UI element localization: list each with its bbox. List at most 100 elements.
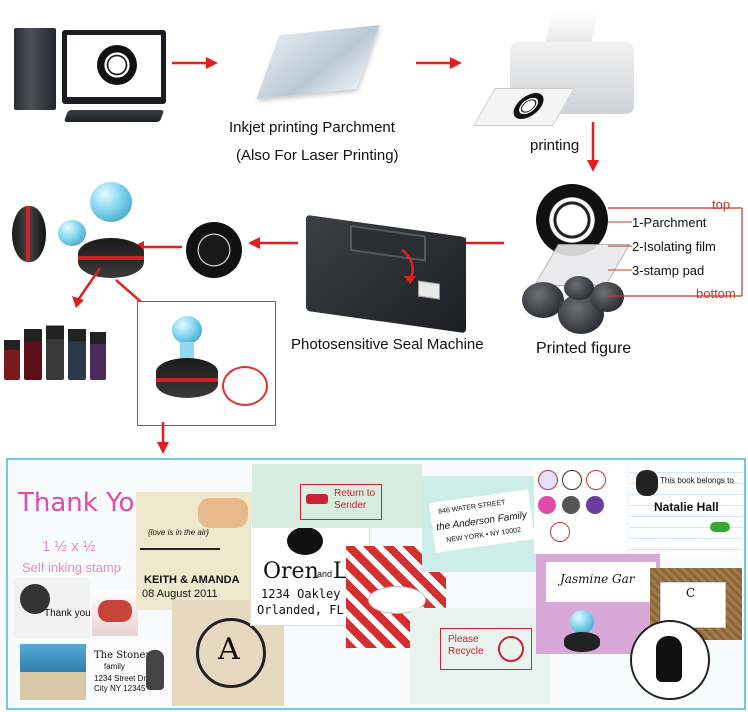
arrow-down-icon xyxy=(157,422,169,454)
silhouette-7 xyxy=(550,522,570,542)
tree-icon xyxy=(287,527,323,555)
layer-bracket xyxy=(608,207,743,297)
bottom-label: bottom xyxy=(696,286,736,301)
finished-stamp-photo xyxy=(137,301,276,426)
sender-text: Sender xyxy=(334,500,367,511)
hand-pointer-icon xyxy=(306,494,328,504)
return-to-text: Return to xyxy=(334,488,376,499)
thank-you-title: Thank You! xyxy=(18,488,138,518)
arrow-right-icon xyxy=(416,57,462,69)
stamp-pad-1 xyxy=(522,282,564,318)
stoner-title: The Stoner xyxy=(94,650,151,661)
worm-icon xyxy=(710,522,730,532)
jasmine-text: Jasmine Gar xyxy=(560,572,635,586)
please-text: Please xyxy=(448,634,479,645)
silhouette-2 xyxy=(562,470,582,490)
stoner-stamp: The Stoner family 1234 Street Dr. City N… xyxy=(90,644,170,704)
size-text: 1 ½ x ½ xyxy=(42,538,96,555)
address-line2: Orlanded, FL 23454 xyxy=(257,603,369,617)
arrow-down-icon xyxy=(587,122,599,172)
parchment-label-line2: (Also For Laser Printing) xyxy=(236,147,399,164)
wedding-stamp: {love is in the air} KEITH & AMANDA 08 A… xyxy=(136,492,254,610)
computer-monitor xyxy=(62,30,166,104)
top-label: top xyxy=(712,197,731,212)
stamp-assembly xyxy=(12,182,144,282)
stoner-addr1: 1234 Street Dr. xyxy=(94,674,148,683)
layer-film-label: 2-Isolating film xyxy=(632,239,716,254)
parchment-sheet xyxy=(256,25,380,99)
thank-you-card: Thank You! 1 ½ x ½ Self inking stamp xyxy=(12,480,138,600)
printed-sheet xyxy=(473,88,575,126)
return-box xyxy=(300,484,382,520)
mini-stamp-base xyxy=(564,632,600,652)
profile-seal-stamp xyxy=(630,620,710,700)
self-inking-text: Self inking stamp xyxy=(22,560,121,575)
recycle-icon xyxy=(498,636,524,662)
stamp-red-ring xyxy=(78,256,144,260)
monitor-screen xyxy=(67,35,161,97)
stamp-red-ring xyxy=(156,378,218,382)
oren-text: Oren xyxy=(263,559,319,584)
parchment-label-line1: Inkjet printing Parchment xyxy=(229,119,395,136)
book-belongs-stamp: This book belongs to Natalie Hall xyxy=(630,462,742,558)
baby-photo: Thank you ! xyxy=(14,578,90,638)
layer-pad-label: 3-stamp pad xyxy=(632,263,705,278)
recycle-card: Please Recycle xyxy=(410,608,550,704)
ink-bottles xyxy=(2,312,106,382)
address-line1: 1234 Oakley lane xyxy=(261,587,370,601)
silhouette-6 xyxy=(586,496,604,514)
love-in-air: {love is in the air} xyxy=(148,528,209,537)
beach-photo xyxy=(20,644,86,700)
printing-label: printing xyxy=(530,137,580,154)
couple-names: KEITH & AMANDA xyxy=(144,574,240,586)
silhouette-1 xyxy=(538,470,558,490)
red-band xyxy=(26,206,30,262)
red-imprint xyxy=(222,366,268,406)
stamp-pad-3 xyxy=(590,282,624,312)
stoner-sub: family xyxy=(104,662,125,671)
stamp-knob xyxy=(172,316,202,344)
ink-bottle-5 xyxy=(90,320,106,380)
kids-cartoon xyxy=(198,498,248,528)
machine-label: Photosensitive Seal Machine xyxy=(291,336,484,353)
monogram-ring xyxy=(196,618,266,688)
ink-bottle-3 xyxy=(46,312,64,380)
owl-icon xyxy=(636,470,658,496)
natalie-text: Natalie Hall xyxy=(654,500,719,514)
silhouette-5 xyxy=(562,496,580,514)
stamp-pad-4 xyxy=(564,276,594,300)
photosensitive-machine xyxy=(306,214,466,334)
printed-seal-icon xyxy=(508,93,550,119)
curved-arrow-icon xyxy=(401,249,416,284)
and-text: and xyxy=(317,569,333,579)
ink-bottle-2 xyxy=(24,316,42,380)
stamp-knob-small xyxy=(58,220,86,246)
ink-bottle-4 xyxy=(68,316,86,380)
monogram-letter: A xyxy=(218,632,240,667)
stoner-addr2: City NY 12345 xyxy=(94,684,146,693)
sample-stamps-gallery: Thank You! 1 ½ x ½ Self inking stamp Tha… xyxy=(6,458,746,710)
layer-parchment-label: 1-Parchment xyxy=(632,215,707,230)
computer-tower xyxy=(14,28,56,110)
arrow-diagonal-icon xyxy=(72,267,102,308)
printed-figure-label: Printed figure xyxy=(536,340,632,357)
return-sender-card: Return to Sender xyxy=(252,464,422,528)
profile-silhouette xyxy=(656,636,682,682)
stamp-knob xyxy=(570,610,594,634)
exposed-seal xyxy=(186,222,242,278)
book-belongs-text: This book belongs to xyxy=(660,476,734,485)
baby-figure xyxy=(20,584,50,614)
silhouette-samples xyxy=(534,464,626,554)
wedding-date: 08 August 2011 xyxy=(142,588,218,600)
monogram-stamp: A xyxy=(172,600,284,706)
printer-illustration xyxy=(473,10,642,126)
toddler-figure xyxy=(98,600,132,622)
seal-design-icon xyxy=(97,45,137,85)
birds-icon xyxy=(140,548,220,560)
computer-illustration xyxy=(14,28,166,124)
thank-you-small: Thank you ! xyxy=(44,608,90,619)
envelope-monogram: C xyxy=(686,586,696,600)
recycle-text: Recycle xyxy=(448,646,484,657)
toddler-photo xyxy=(92,590,138,636)
ink-bottle-1 xyxy=(4,330,20,380)
